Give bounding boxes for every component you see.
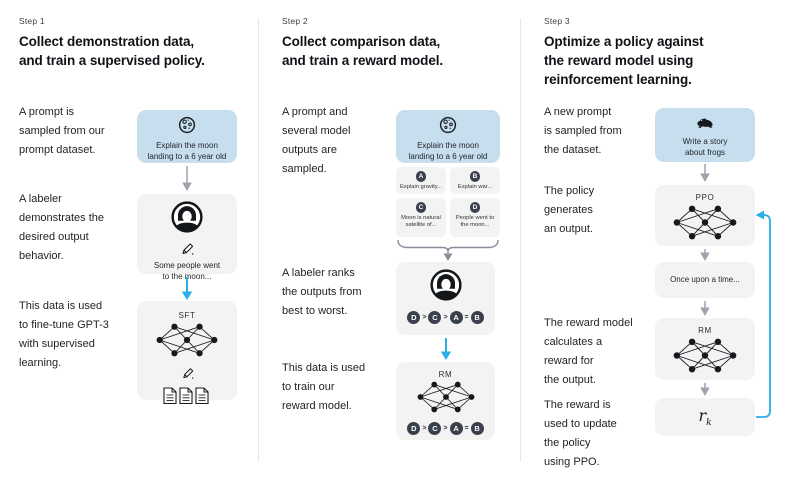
labeler-rank-card: D > C > A = B <box>396 262 495 335</box>
output-card-a: A Explain gravity... <box>396 167 446 194</box>
rank-chip: A <box>449 422 463 435</box>
output-card-b: B Explain war... <box>450 167 500 194</box>
sft-label: SFT <box>178 311 196 320</box>
step1-caption-finetune: This data is used to fine-tune GPT-3 wit… <box>19 300 109 369</box>
pencil-icon <box>181 366 194 384</box>
step1-label: Step 1 <box>19 16 45 26</box>
step3-caption-prompt: A new prompt is sampled from the dataset… <box>544 106 622 156</box>
frog-icon <box>695 115 715 134</box>
output-text: Explain gravity... <box>399 184 443 190</box>
prompt-card: Explain the moon landing to a 6 year old <box>396 110 500 163</box>
rm-label: RM <box>698 326 712 335</box>
output-letter-badge: B <box>469 171 481 182</box>
output-letter-badge: A <box>415 171 427 182</box>
neural-network-icon <box>673 338 737 378</box>
step1-caption-prompt: A prompt is sampled from our prompt data… <box>19 106 105 156</box>
output-letter-badge: C <box>415 202 427 213</box>
output-text: Moon is natural satellite of... <box>401 215 441 228</box>
rank-chip: A <box>449 311 463 324</box>
step2-caption-prompt: A prompt and several model outputs are s… <box>282 106 351 175</box>
labeler-icon <box>170 200 204 239</box>
step3-title: Optimize a policy against the reward mod… <box>544 34 704 87</box>
column-divider <box>258 18 259 462</box>
output-text: People went to the moon... <box>455 215 495 228</box>
step1-column: Step 1 Collect demonstration data, and t… <box>0 0 263 479</box>
ranking-row: D > C > A = B <box>407 311 484 324</box>
arrow-down-icon <box>180 166 194 197</box>
prompt-text: Explain the moon landing to a 6 year old <box>147 141 227 161</box>
policy-output-text: Once upon a time... <box>670 274 740 284</box>
rank-chip: D <box>407 311 421 324</box>
rank-chip: B <box>470 422 484 435</box>
neural-network-icon <box>156 323 218 362</box>
column-divider <box>520 18 521 462</box>
labeler-output-text: Some people went to the moon... <box>153 261 221 281</box>
step3-column: Step 3 Optimize a policy against the rew… <box>525 0 788 479</box>
step3-caption-reward: The reward model calculates a reward for… <box>544 317 633 386</box>
step3-label: Step 3 <box>544 16 570 26</box>
rank-separator: > <box>443 425 448 432</box>
step3-caption-policy: The policy generates an output. <box>544 185 595 235</box>
arrow-down-blue-icon <box>439 338 453 366</box>
neural-network-icon <box>417 381 475 418</box>
output-card-c: C Moon is natural satellite of... <box>396 198 446 237</box>
ppo-policy-card: PPO <box>655 185 755 246</box>
brace-arrow-icon <box>396 239 500 267</box>
rank-separator: = <box>464 314 469 321</box>
prompt-card: Write a story about frogs <box>655 108 755 162</box>
prompt-text: Explain the moon landing to a 6 year old <box>408 141 488 161</box>
step2-label: Step 2 <box>282 16 308 26</box>
arrow-down-icon <box>698 249 712 267</box>
ppo-label: PPO <box>695 193 715 202</box>
step3-caption-update: The reward is used to update the policy … <box>544 399 617 468</box>
rm-model-card: RM <box>655 318 755 380</box>
labeler-icon <box>429 268 463 307</box>
moon-icon <box>178 116 196 139</box>
arrow-down-icon <box>698 383 712 402</box>
step2-caption-rank: A labeler ranks the outputs from best to… <box>282 267 362 317</box>
labeler-card: Some people went to the moon... <box>137 194 237 281</box>
step1-caption-labeler: A labeler demonstrates the desired outpu… <box>19 193 104 262</box>
rank-chip: C <box>428 422 442 435</box>
output-card-d: D People went to the moon... <box>450 198 500 237</box>
reward-value-card: rk <box>655 398 755 436</box>
rank-separator: = <box>464 425 469 432</box>
documents-icon <box>163 387 211 410</box>
sft-model-card: SFT <box>137 301 237 405</box>
rank-chip: B <box>470 311 484 324</box>
rank-separator: > <box>422 425 427 432</box>
pencil-icon <box>180 241 194 260</box>
arrow-down-icon <box>698 164 712 188</box>
neural-network-icon <box>673 205 737 245</box>
policy-output-card: Once upon a time... <box>655 262 755 298</box>
rm-model-card: RM D > <box>396 362 495 440</box>
rank-separator: > <box>422 314 427 321</box>
prompt-text: Write a story about frogs <box>682 137 728 157</box>
step2-caption-train: This data is used to train our reward mo… <box>282 362 366 412</box>
ranking-row: D > C > A = B <box>407 422 484 435</box>
moon-icon <box>439 116 457 139</box>
reward-feedback-arrow-icon <box>750 205 776 428</box>
output-letter-badge: D <box>469 202 481 213</box>
rank-chip: D <box>407 422 421 435</box>
rm-label: RM <box>438 370 453 379</box>
step2-title: Collect comparison data, and train a rew… <box>282 34 444 68</box>
prompt-card: Explain the moon landing to a 6 year old <box>137 110 237 163</box>
rank-separator: > <box>443 314 448 321</box>
step1-title: Collect demonstration data, and train a … <box>19 34 205 68</box>
arrow-down-icon <box>698 301 712 322</box>
arrow-down-blue-icon <box>180 277 194 306</box>
step2-column: Step 2 Collect comparison data, and trai… <box>263 0 526 479</box>
output-text: Explain war... <box>457 184 493 190</box>
reward-symbol: rk <box>698 405 712 429</box>
rank-chip: C <box>428 311 442 324</box>
